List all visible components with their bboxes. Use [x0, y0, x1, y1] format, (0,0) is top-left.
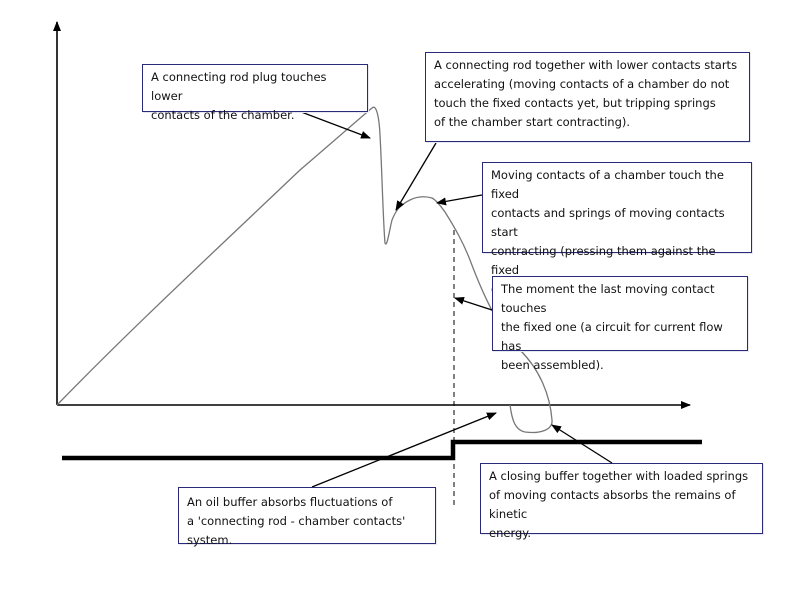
current-step-signal	[62, 439, 702, 461]
callout-last-contact: The moment the last moving contact touch…	[492, 276, 748, 372]
callout-rod-plug: A connecting rod plug touches lower cont…	[142, 64, 368, 122]
callout-contacts-touch: Moving contacts of a chamber touch the f…	[482, 162, 752, 296]
pointer-rod-accelerating	[395, 142, 437, 211]
travel-curve	[56, 106, 553, 434]
callout-closing-buffer: A closing buffer together with loaded sp…	[480, 463, 763, 540]
pointer-rod-plug	[295, 109, 371, 139]
callout-rod-accelerating: A connecting rod together with lower con…	[425, 52, 750, 142]
pointer-contacts-touch	[436, 194, 483, 206]
pointer-closing-buffer	[551, 424, 613, 464]
callout-oil-buffer: An oil buffer absorbs fluctuations of a …	[178, 487, 436, 547]
pointer-oil-buffer	[311, 412, 497, 488]
pointer-last-contact	[454, 296, 493, 311]
